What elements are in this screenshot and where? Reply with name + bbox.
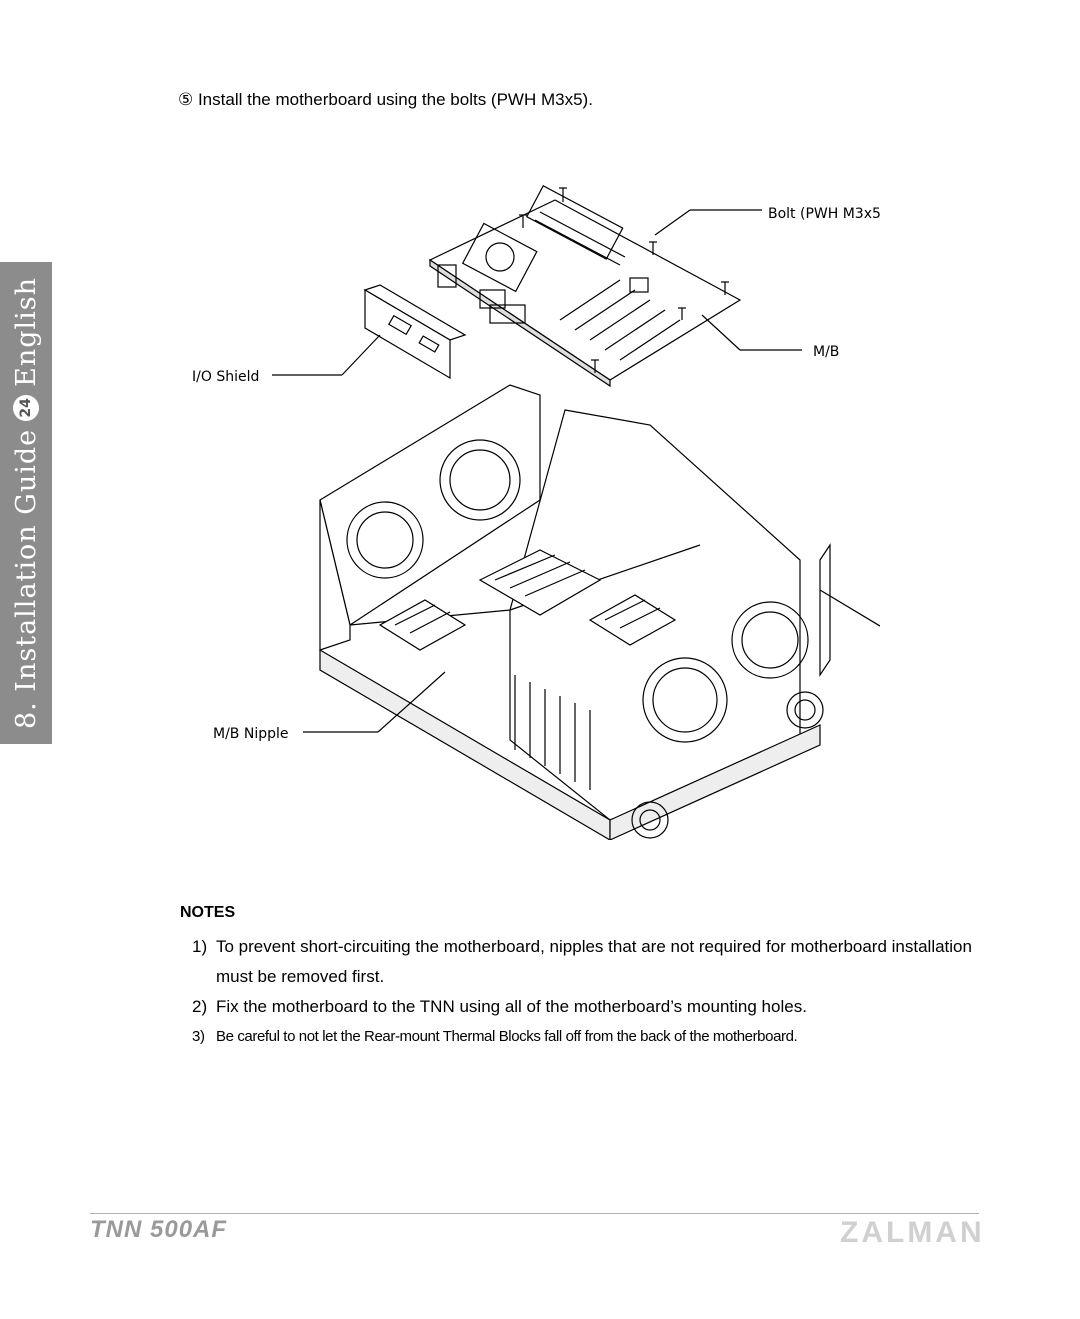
bolt-screws (519, 187, 729, 373)
expansion-slots-drawing (514, 675, 591, 790)
step-instruction: ⑤ Install the motherboard using the bolt… (178, 90, 593, 109)
mb-nipple-label: M/B Nipple (213, 726, 289, 742)
note-text: Be careful to not let the Rear-mount The… (216, 1028, 798, 1045)
note-item: 2) Fix the motherboard to the TNN using … (192, 992, 992, 1022)
page-number-badge: 24 (13, 394, 39, 421)
note-item: 3) Be careful to not let the Rear-mount … (192, 1022, 992, 1052)
note-number: 3) (192, 1028, 205, 1045)
language-label: English (10, 276, 42, 387)
notes-title: NOTES (180, 904, 236, 921)
mb-label: M/B (813, 344, 839, 360)
note-number: 1) (192, 937, 208, 956)
case-drawing (319, 384, 880, 840)
note-text: Fix the motherboard to the TNN using all… (216, 997, 807, 1016)
io-shield-label: I/O Shield (192, 369, 259, 385)
footer-divider (90, 1213, 979, 1214)
installation-diagram: Bolt (PWH M3x5) M/B I/O Shield M/B Nippl… (192, 185, 880, 840)
section-title: 8. Installation Guide (10, 428, 42, 730)
io-shield-drawing (363, 284, 467, 380)
note-number: 2) (192, 997, 208, 1016)
note-item: 1) To prevent short-circuiting the mothe… (192, 932, 992, 992)
notes-list: 1) To prevent short-circuiting the mothe… (192, 932, 992, 1052)
motherboard-drawing (428, 185, 742, 388)
thermal-blocks-drawing (378, 549, 677, 651)
model-name: TNN 500AF (90, 1216, 228, 1243)
side-tab-text: 8. Installation Guide 24 English (0, 262, 52, 744)
bolt-label: Bolt (PWH M3x5) (768, 206, 880, 222)
side-tab: 8. Installation Guide 24 English (0, 262, 52, 744)
note-text: To prevent short-circuiting the motherbo… (216, 937, 972, 986)
brand-logo: ZALMAN (840, 1216, 985, 1249)
